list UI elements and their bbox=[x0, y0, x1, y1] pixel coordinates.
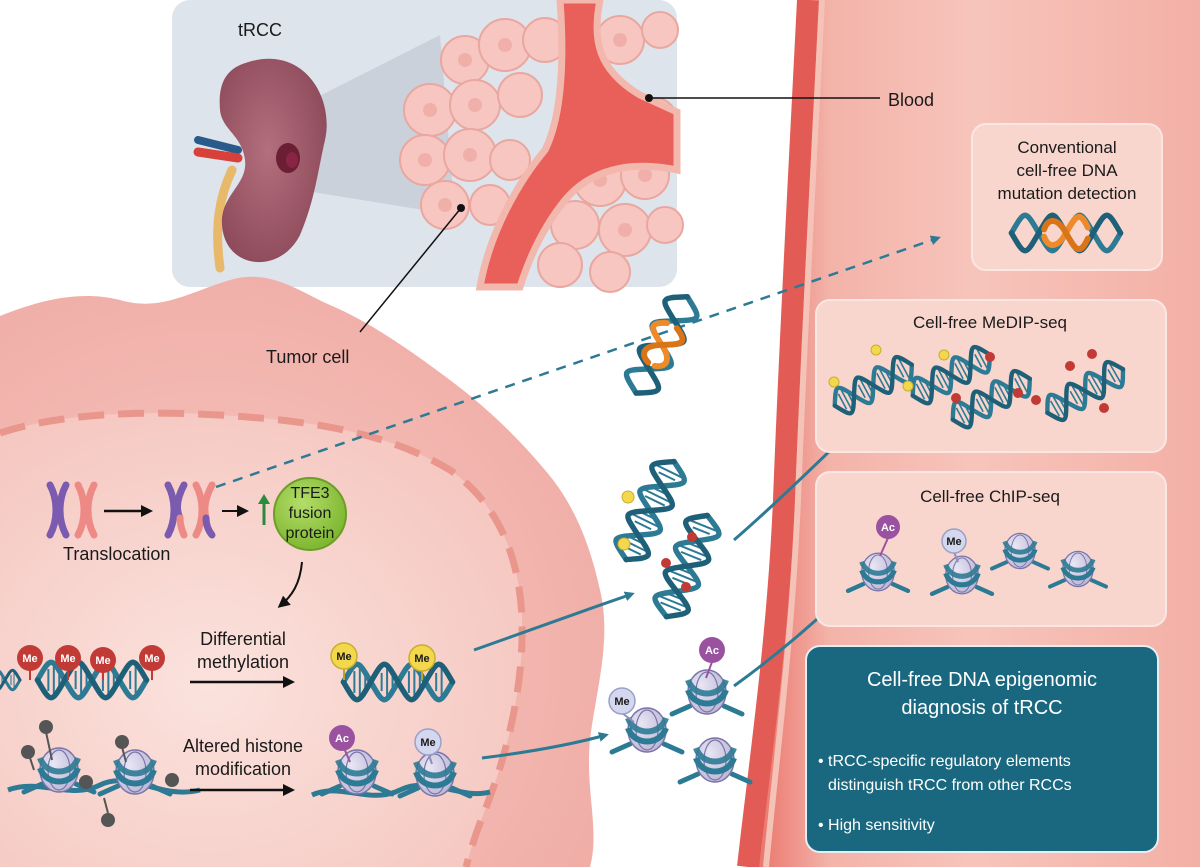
me-badge: Me bbox=[336, 651, 351, 663]
chip-seq-box: Cell-free ChIP-seq Ac Me bbox=[815, 471, 1167, 627]
blood-label: Blood bbox=[888, 90, 934, 110]
me-badge: Me bbox=[420, 737, 435, 749]
svg-text:diagnosis of tRCC: diagnosis of tRCC bbox=[901, 697, 1062, 719]
svg-text:cell-free DNA: cell-free DNA bbox=[1016, 161, 1118, 180]
me-badge: Me bbox=[22, 653, 37, 665]
me-badge: Me bbox=[144, 653, 159, 665]
histone-label-1: Altered histone bbox=[183, 736, 303, 756]
medip-seq-box: Cell-free MeDIP-seq bbox=[815, 299, 1167, 453]
up-arrow-head-icon bbox=[258, 494, 270, 504]
tumor-cell-label: Tumor cell bbox=[266, 347, 349, 367]
tumor-leader-line bbox=[359, 207, 462, 333]
trcc-label: tRCC bbox=[238, 20, 282, 40]
histone-label-2: modification bbox=[195, 759, 291, 779]
methylated-dna-left: Me Me Me Me bbox=[0, 645, 165, 698]
histone-left bbox=[7, 720, 201, 827]
translocated-chromosomes bbox=[164, 481, 216, 539]
cfdna-nucleosomes: Me Ac bbox=[608, 637, 750, 782]
svg-text:Conventional: Conventional bbox=[1017, 138, 1116, 157]
svg-text:fusion: fusion bbox=[289, 505, 332, 522]
me-badge: Me bbox=[414, 653, 429, 665]
histone-right: Ac Me bbox=[310, 725, 491, 796]
me-badge: Me bbox=[946, 536, 961, 548]
diff-methylation-label-1: Differential bbox=[200, 629, 286, 649]
svg-text:Cell-free MeDIP-seq: Cell-free MeDIP-seq bbox=[913, 313, 1067, 332]
summary-box: Cell-free DNA epigenomic diagnosis of tR… bbox=[805, 645, 1159, 853]
ac-badge: Ac bbox=[705, 645, 719, 657]
translocation-label: Translocation bbox=[63, 544, 170, 564]
ac-badge: Ac bbox=[881, 522, 895, 534]
svg-text:• High sensitivity: • High sensitivity bbox=[818, 817, 935, 834]
trcc-inset-panel: tRCC bbox=[172, 0, 684, 293]
tfe3-effect-arrow bbox=[277, 561, 303, 608]
ac-badge: Ac bbox=[335, 733, 349, 745]
methylated-cfdna-fragments bbox=[610, 454, 724, 624]
kidney-illustration bbox=[193, 58, 327, 273]
methylation-to-cfdna-arrow bbox=[473, 591, 635, 652]
histone-to-cfdna-arrow bbox=[481, 732, 609, 760]
me-badge: Me bbox=[614, 696, 629, 708]
me-badge: Me bbox=[95, 655, 110, 667]
svg-text:• tRCC-specific regulatory ele: • tRCC-specific regulatory elements bbox=[818, 753, 1071, 770]
methylated-dna-right: Me Me bbox=[330, 642, 453, 700]
svg-text:distinguish tRCC from other RC: distinguish tRCC from other RCCs bbox=[828, 777, 1072, 794]
svg-text:mutation detection: mutation detection bbox=[998, 184, 1137, 203]
svg-text:TFE3: TFE3 bbox=[290, 485, 329, 502]
conventional-detection-box: Conventional cell-free DNA mutation dete… bbox=[971, 123, 1163, 271]
normal-chromosomes bbox=[46, 481, 98, 539]
mutant-cfdna-fragment bbox=[620, 288, 703, 401]
mutation-dashed-arrow bbox=[215, 235, 941, 489]
me-badge: Me bbox=[60, 653, 75, 665]
tfe3-fusion-protein: TFE3 fusion protein bbox=[273, 477, 347, 551]
svg-text:Cell-free ChIP-seq: Cell-free ChIP-seq bbox=[920, 487, 1060, 506]
svg-text:Cell-free DNA epigenomic: Cell-free DNA epigenomic bbox=[867, 669, 1097, 691]
svg-text:protein: protein bbox=[286, 525, 335, 542]
diff-methylation-label-2: methylation bbox=[197, 652, 289, 672]
